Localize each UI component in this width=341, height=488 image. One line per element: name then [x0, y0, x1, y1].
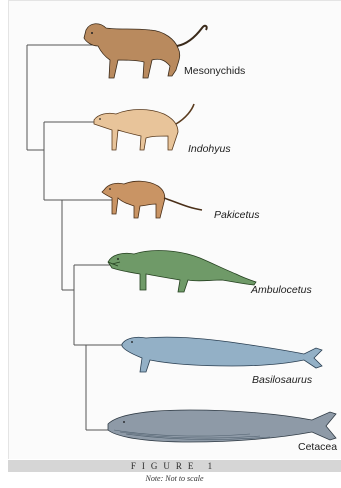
indohyus-icon [94, 104, 194, 150]
tree-branches [27, 45, 122, 430]
label-basilosaurus: Basilosaurus [252, 374, 312, 386]
ambulocetus-icon [108, 251, 256, 292]
label-mesonychids: Mesonychids [184, 65, 245, 77]
blue-whale-icon [108, 410, 336, 442]
pakicetus-icon [102, 181, 202, 218]
basilosaurus-icon [122, 337, 322, 372]
figure-caption-note: Note: Not to scale [8, 474, 341, 483]
label-ambulocetus: Ambulocetus [251, 284, 312, 296]
label-cetacea: Cetacea [298, 441, 337, 453]
label-pakicetus: Pakicetus [214, 209, 260, 221]
figure-caption-title: FIGURE 1 [8, 460, 341, 472]
label-indohyus: Indohyus [188, 143, 231, 155]
